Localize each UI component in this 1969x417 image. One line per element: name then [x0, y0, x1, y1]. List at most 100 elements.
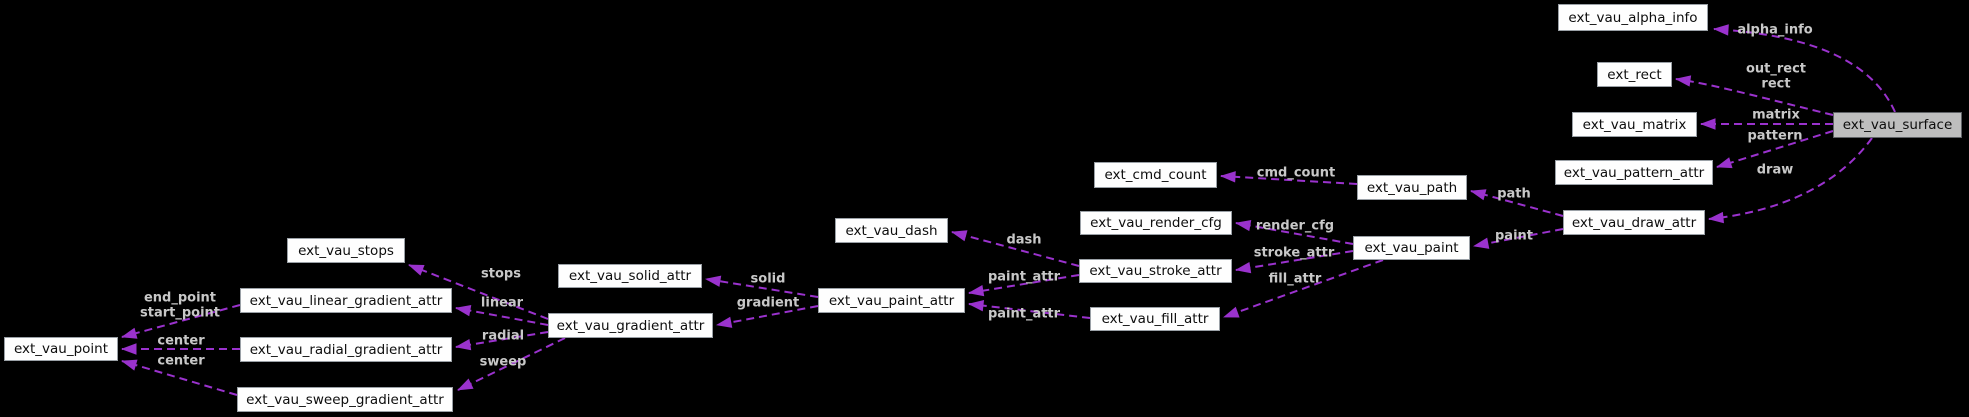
edge-label-line: paint [1494, 228, 1534, 244]
node-ext_vau_dash[interactable]: ext_vau_dash [835, 218, 948, 243]
node-ext_rect[interactable]: ext_rect [1597, 62, 1672, 87]
node-label: ext_vau_stroke_attr [1089, 263, 1222, 279]
edge-label-solid: solid [751, 271, 786, 286]
node-ext_vau_sweep_gradient_attr[interactable]: ext_vau_sweep_gradient_attr [237, 387, 453, 412]
edge-label-linear: linear [481, 295, 523, 310]
node-label: ext_vau_sweep_gradient_attr [246, 391, 444, 408]
node-label: ext_vau_pattern_attr [1563, 164, 1705, 181]
edge-label-line: paint_attr [987, 269, 1061, 285]
node-label: ext_vau_paint [1364, 240, 1459, 256]
node-label: ext_vau_radial_gradient_attr [249, 341, 443, 358]
edge-label-line: fill_attr [1268, 271, 1322, 287]
node-label: ext_vau_linear_gradient_attr [249, 292, 443, 309]
edge-label-draw: draw [1757, 162, 1794, 177]
edge-ext_vau_draw_attr-to-ext_vau_paint [1473, 228, 1564, 249]
node-ext_vau_stops[interactable]: ext_vau_stops [287, 238, 405, 263]
node-ext_vau_surface: ext_vau_surface [1833, 112, 1962, 138]
node-ext_vau_path[interactable]: ext_vau_path [1357, 175, 1467, 200]
node-label: ext_rect [1607, 66, 1662, 83]
edge-label-sweep: sweep [480, 354, 527, 369]
edge-ext_vau_surface-to-ext_rect [1675, 75, 1834, 116]
node-ext_vau_alpha_info[interactable]: ext_vau_alpha_info [1558, 4, 1708, 31]
edge-label-gradient: gradient [737, 295, 800, 310]
node-label: ext_vau_dash [845, 222, 938, 239]
node-ext_vau_paint_attr[interactable]: ext_vau_paint_attr [818, 288, 965, 313]
edge-label-line: radial [481, 328, 525, 344]
node-ext_vau_matrix[interactable]: ext_vau_matrix [1572, 112, 1697, 137]
node-ext_vau_gradient_attr[interactable]: ext_vau_gradient_attr [548, 313, 713, 338]
edge-ext_vau_paint-to-ext_vau_render_cfg [1235, 219, 1354, 245]
edge-label-stops: stops [481, 266, 521, 281]
edge-ext_vau_paint-to-ext_vau_stroke_attr [1235, 250, 1354, 274]
node-ext_vau_radial_gradient_attr[interactable]: ext_vau_radial_gradient_attr [240, 337, 452, 362]
node-label: ext_vau_path [1366, 179, 1458, 196]
edge-label-line: center [157, 353, 205, 369]
edge-label-line: draw [1756, 162, 1794, 178]
node-ext_cmd_count[interactable]: ext_cmd_count [1094, 162, 1217, 188]
edge-label-line: cmd_count [1256, 165, 1336, 181]
edge-label-center: center [157, 333, 204, 348]
edge-label-line: center [157, 333, 205, 349]
node-ext_vau_linear_gradient_attr[interactable]: ext_vau_linear_gradient_attr [240, 288, 452, 313]
node-ext_vau_solid_attr[interactable]: ext_vau_solid_attr [558, 264, 702, 288]
node-label: ext_vau_paint_attr [828, 292, 955, 309]
edge-ext_vau_stroke_attr-to-ext_vau_dash [951, 230, 1080, 267]
edge-label-alpha_info: alpha_info [1737, 22, 1812, 37]
edge-ext_vau_gradient_attr-to-ext_vau_radial_gradient_attr [455, 331, 549, 351]
edge-label-paint_attr: paint_attr [988, 306, 1060, 321]
node-ext_vau_pattern_attr[interactable]: ext_vau_pattern_attr [1555, 160, 1713, 185]
edge-label-line: end_point [143, 290, 217, 306]
node-ext_vau_stroke_attr[interactable]: ext_vau_stroke_attr [1079, 259, 1232, 283]
edge-ext_vau_surface-to-ext_vau_alpha_info [1713, 24, 1896, 113]
node-label: ext_vau_matrix [1582, 116, 1687, 133]
edge-label-line: path [1497, 186, 1531, 202]
node-label: ext_vau_stops [298, 242, 394, 259]
edge-ext_vau_paint-to-ext_vau_fill_attr [1223, 259, 1384, 318]
node-label: ext_cmd_count [1104, 167, 1207, 183]
node-ext_vau_paint[interactable]: ext_vau_paint [1353, 236, 1470, 260]
edge-label-path: path [1497, 186, 1531, 201]
edge-label-line: solid [750, 271, 786, 287]
edge-label-radial: radial [482, 328, 524, 343]
edge-label-center: center [157, 353, 204, 368]
edge-ext_vau_sweep_gradient_attr-to-ext_vau_point [121, 359, 238, 396]
node-ext_vau_point[interactable]: ext_vau_point [4, 337, 118, 361]
edge-label-render_cfg: render_cfg [1256, 218, 1334, 233]
edge-label-line: start_point [139, 306, 221, 321]
edge-ext_vau_surface-to-ext_vau_draw_attr [1708, 137, 1873, 224]
node-label: ext_vau_point [13, 341, 109, 357]
edge-ext_vau_gradient_attr-to-ext_vau_stops [408, 264, 549, 320]
edge-label-line: pattern [1747, 128, 1803, 144]
edge-label-fill_attr: fill_attr [1269, 271, 1322, 286]
edge-label-paint_attr: paint_attr [988, 269, 1060, 284]
node-label: ext_vau_gradient_attr [556, 317, 705, 334]
edge-label-line: dash [1006, 232, 1042, 248]
node-ext_vau_draw_attr[interactable]: ext_vau_draw_attr [1563, 210, 1705, 235]
edge-label-line: out_rect [1745, 61, 1807, 77]
edge-label-cmd_count: cmd_count [1257, 165, 1335, 180]
edge-ext_vau_paint_attr-to-ext_vau_solid_attr [705, 275, 819, 298]
edge-label-line: matrix [1752, 107, 1800, 123]
edge-ext_vau_draw_attr-to-ext_vau_path [1470, 189, 1564, 217]
edge-label-dash: dash [1006, 232, 1041, 247]
edge-label-paint: paint [1495, 228, 1533, 243]
edge-ext_vau_paint_attr-to-ext_vau_gradient_attr [716, 305, 819, 328]
edge-label-line: stroke_attr [1253, 245, 1335, 261]
edge-label-line: paint_attr [987, 306, 1061, 322]
edge-ext_vau_linear_gradient_attr-to-ext_vau_point [121, 304, 241, 339]
node-label: ext_vau_alpha_info [1568, 9, 1698, 26]
node-ext_vau_render_cfg[interactable]: ext_vau_render_cfg [1080, 211, 1232, 235]
edge-ext_vau_gradient_attr-to-ext_vau_sweep_gradient_attr [457, 337, 566, 391]
edge-label-line: alpha_info [1737, 22, 1813, 38]
edge-label-line: linear [480, 295, 524, 311]
edge-label-line: stops [481, 266, 521, 282]
node-label: ext_vau_surface [1842, 117, 1953, 133]
edge-ext_vau_gradient_attr-to-ext_vau_linear_gradient_attr [455, 305, 549, 326]
edge-label-line: gradient [736, 295, 800, 311]
node-ext_vau_fill_attr[interactable]: ext_vau_fill_attr [1090, 307, 1220, 331]
edge-label-matrix: matrix [1752, 107, 1800, 122]
